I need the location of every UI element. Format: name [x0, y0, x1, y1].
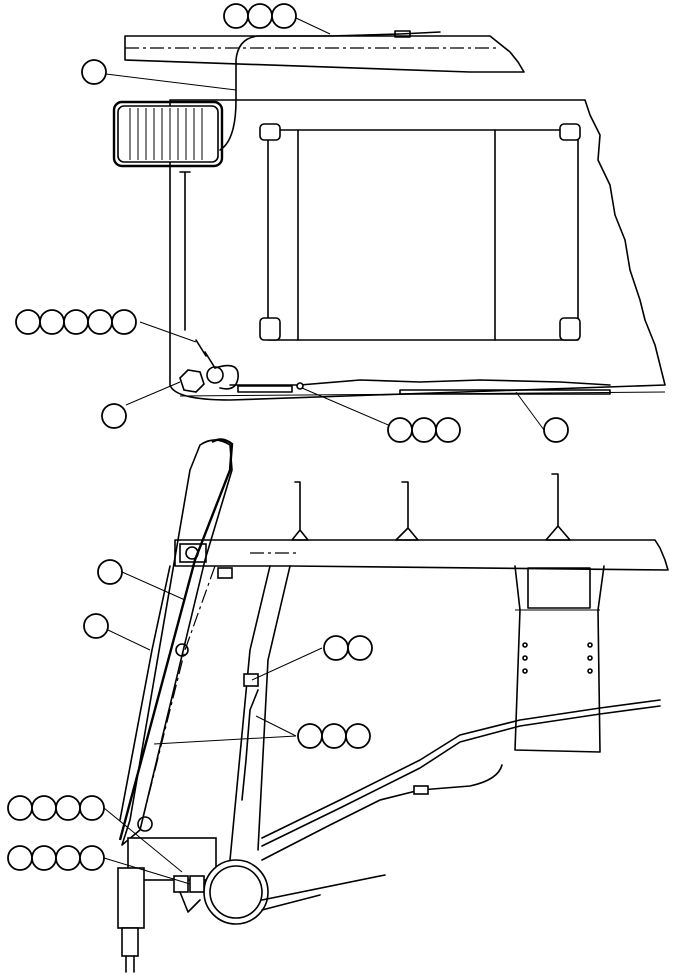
callout-a-balloon-2[interactable] [247, 3, 273, 29]
top-view [112, 30, 666, 401]
callout-a-balloon-3[interactable] [271, 3, 297, 29]
callout-b-balloon-1[interactable] [81, 59, 107, 85]
column [514, 565, 605, 753]
beam [174, 539, 669, 571]
callout-c-balloon-5[interactable] [111, 309, 137, 335]
callout-e-balloon-1[interactable] [387, 417, 413, 443]
callout-j[interactable] [297, 723, 371, 749]
callout-l-balloon-4[interactable] [79, 845, 105, 871]
reel-hose [219, 31, 441, 151]
callout-k-balloon-3[interactable] [55, 795, 81, 821]
callout-j-balloon-3[interactable] [345, 723, 371, 749]
callout-l[interactable] [7, 845, 105, 871]
boom-arm [118, 438, 291, 861]
hose-reel [112, 100, 224, 168]
callout-g-balloon-1[interactable] [97, 559, 123, 585]
callout-e-balloon-2[interactable] [411, 417, 437, 443]
beam-posts [291, 473, 571, 541]
hose-fitting-lower [413, 785, 429, 795]
callout-k-balloon-4[interactable] [79, 795, 105, 821]
control-assembly [179, 339, 611, 395]
boom-view [117, 438, 669, 973]
basket [259, 123, 581, 341]
callout-f[interactable] [543, 417, 569, 443]
callout-d-balloon-1[interactable] [101, 403, 127, 429]
callout-c-balloon-1[interactable] [15, 309, 41, 335]
platform-outline [169, 99, 666, 401]
callout-l-balloon-1[interactable] [7, 845, 33, 871]
callout-i-balloon-2[interactable] [347, 635, 373, 661]
callout-g[interactable] [97, 559, 123, 585]
callout-b[interactable] [81, 59, 107, 85]
callout-j-balloon-1[interactable] [297, 723, 323, 749]
callout-k[interactable] [7, 795, 105, 821]
lower-hose-3 [261, 764, 503, 861]
callout-l-balloon-2[interactable] [31, 845, 57, 871]
callout-k-balloon-2[interactable] [31, 795, 57, 821]
callout-k-balloon-1[interactable] [7, 795, 33, 821]
lower-hose-1 [261, 699, 661, 839]
callout-c[interactable] [15, 309, 137, 335]
hose-fitting-top [394, 30, 411, 38]
callout-i[interactable] [323, 635, 373, 661]
pivot-base [117, 837, 386, 973]
callout-e-balloon-3[interactable] [435, 417, 461, 443]
callout-a-balloon-1[interactable] [223, 3, 249, 29]
callout-a[interactable] [223, 3, 297, 29]
callout-h[interactable] [83, 613, 109, 639]
callout-c-balloon-3[interactable] [63, 309, 89, 335]
callout-j-balloon-2[interactable] [321, 723, 347, 749]
callout-e[interactable] [387, 417, 461, 443]
upper-plate [124, 35, 525, 73]
callout-f-balloon-1[interactable] [543, 417, 569, 443]
callout-i-balloon-1[interactable] [323, 635, 349, 661]
callout-d[interactable] [101, 403, 127, 429]
callout-c-balloon-4[interactable] [87, 309, 113, 335]
support-rod [179, 171, 191, 331]
callout-l-balloon-3[interactable] [55, 845, 81, 871]
callout-c-balloon-2[interactable] [39, 309, 65, 335]
leader-lines [103, 17, 545, 885]
lower-hose-2 [261, 705, 661, 847]
callout-h-balloon-1[interactable] [83, 613, 109, 639]
